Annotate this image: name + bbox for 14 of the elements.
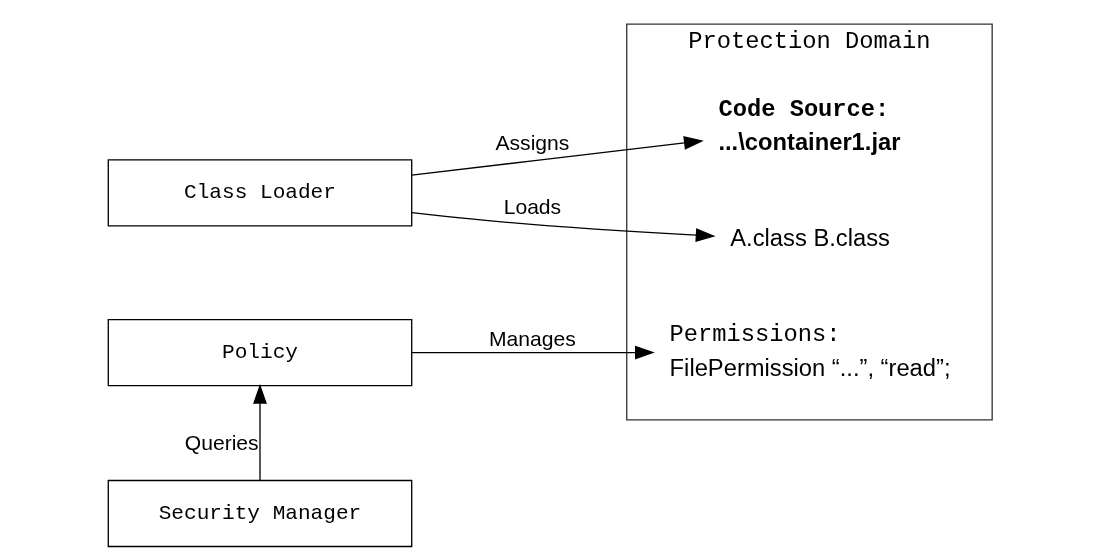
edge-label: Assigns [494,131,569,155]
node-box: Class Loader [107,159,412,227]
node-box: Security Manager [107,479,412,548]
node-box: Policy [107,318,412,387]
arrow [410,136,704,176]
node-text: A.class B.class [729,225,890,252]
node-text: Code Source: ...\container1.jar [717,95,900,155]
node-text: Permissions: FilePermission “...”, “read”; [669,321,951,381]
arrow [410,345,655,360]
edge-label: Loads [503,194,561,218]
edge-label: Manages [488,326,576,350]
arrow [410,211,716,243]
arrow [252,383,267,481]
edge-label: Queries [184,431,259,455]
